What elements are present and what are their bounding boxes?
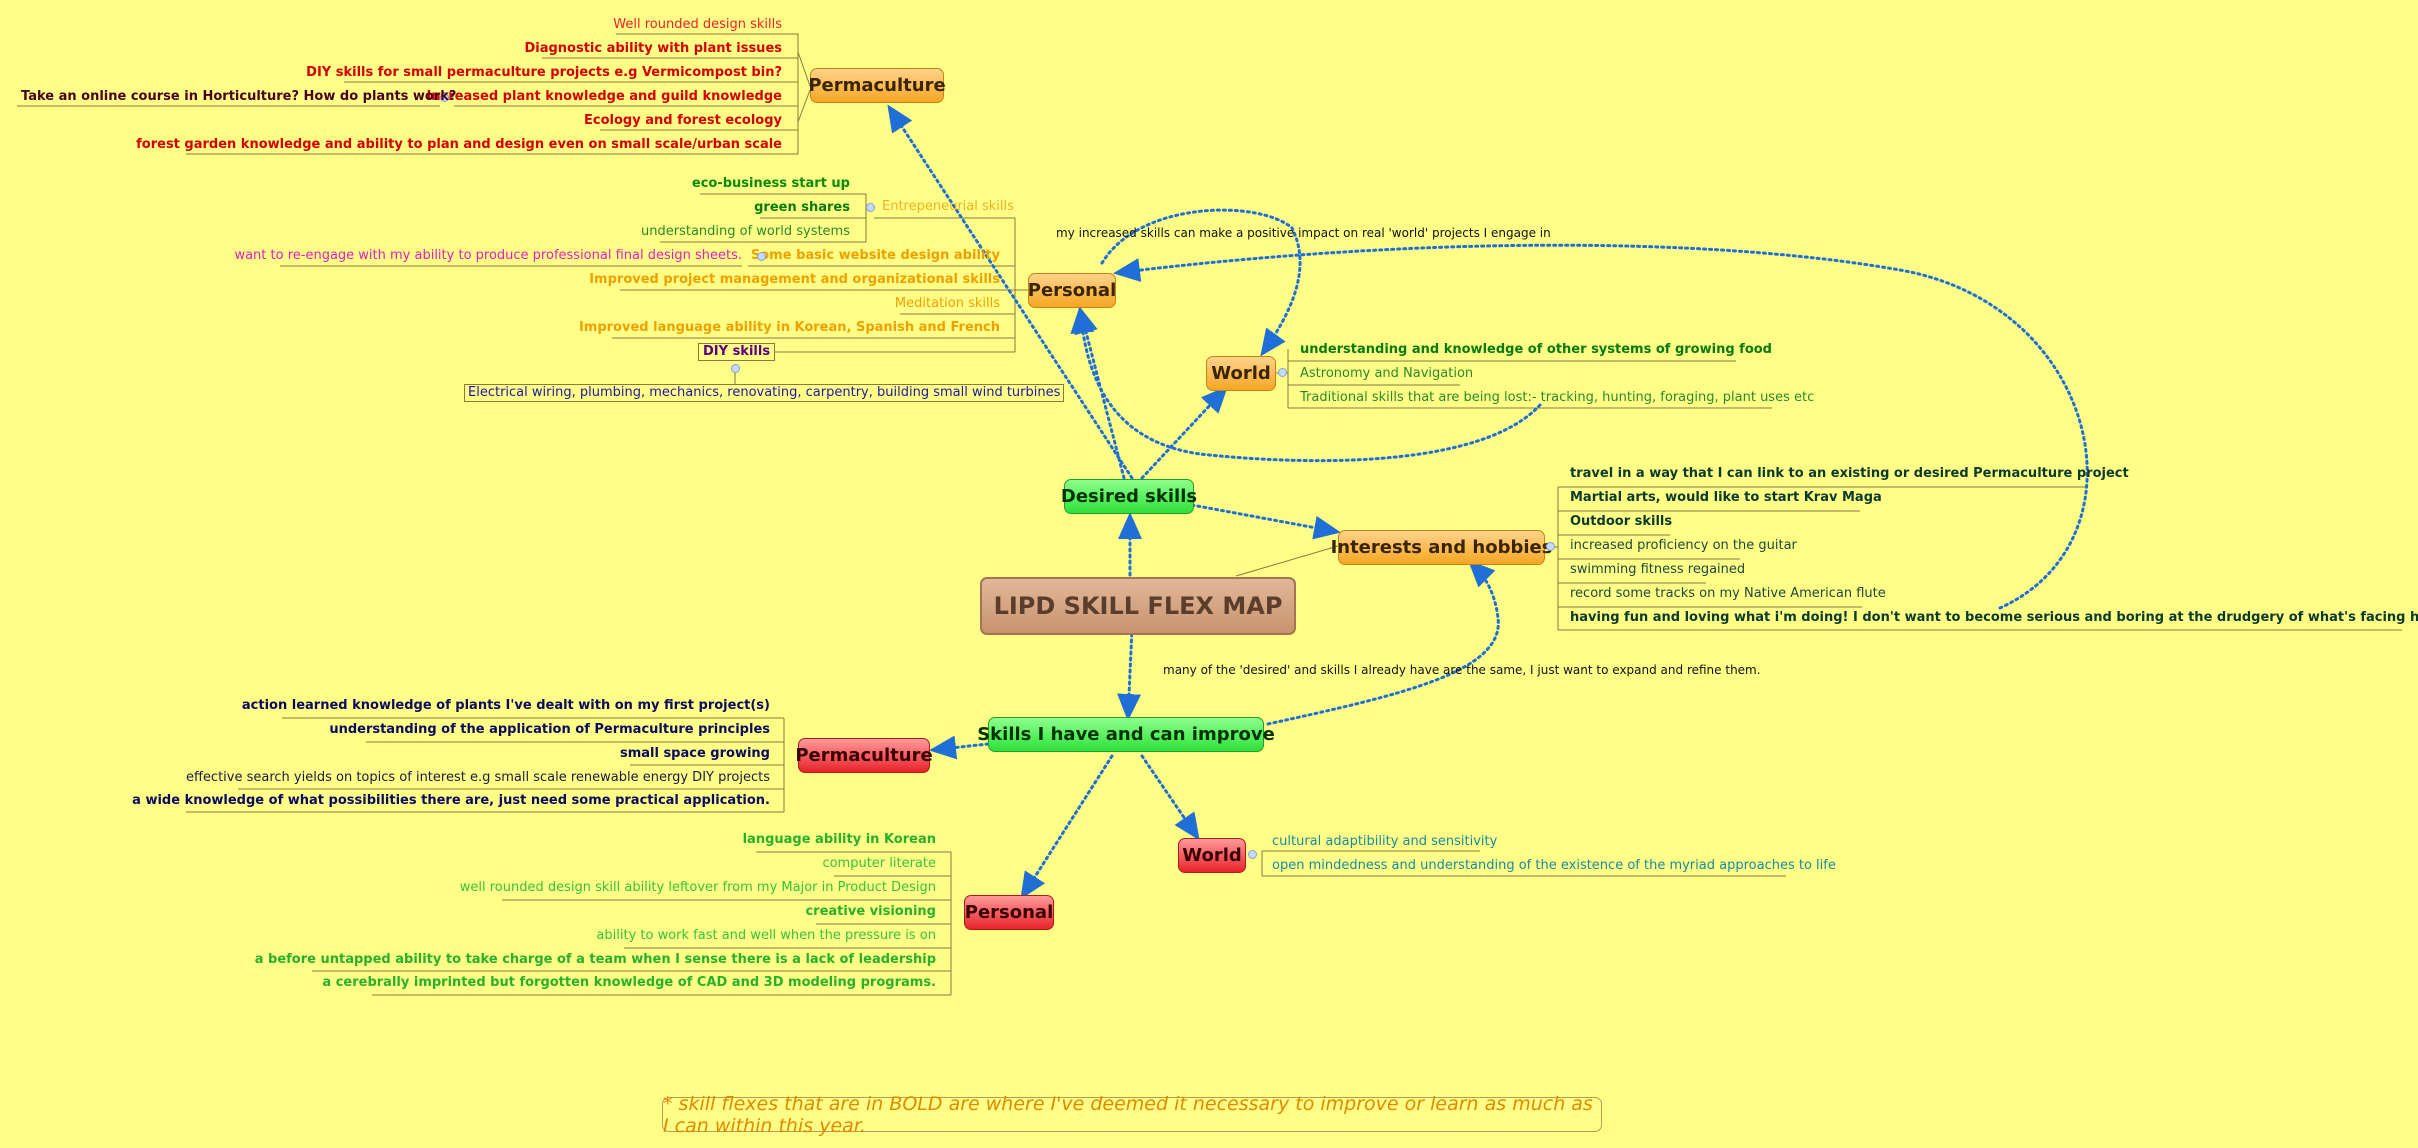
desired-perm-item[interactable]: DIY skills for small permaculture projec… — [306, 65, 782, 80]
have-personal-item[interactable]: language ability in Korean — [742, 832, 936, 847]
have-perm-item[interactable]: small space growing — [619, 746, 770, 761]
have-personal-item[interactable]: ability to work fast and well when the p… — [596, 928, 936, 943]
interests-item[interactable]: travel in a way that I can link to an ex… — [1570, 466, 2129, 481]
desired-personal-item[interactable]: Some basic website design ability — [750, 248, 1000, 263]
entrepreneurial-subitem[interactable]: understanding of world systems — [641, 224, 850, 239]
have-world-item[interactable]: cultural adaptibility and sensitivity — [1272, 834, 1498, 849]
entrepreneurial-subitem[interactable]: green shares — [754, 200, 850, 215]
desired-perm-item[interactable]: forest garden knowledge and ability to p… — [136, 137, 782, 152]
collapse-icon[interactable] — [1546, 542, 1555, 551]
have-personal-item[interactable]: well rounded design skill ability leftov… — [459, 880, 936, 895]
desired-skills-topic[interactable]: Desired skills — [1061, 479, 1197, 514]
have-personal-item[interactable]: creative visioning — [805, 904, 936, 919]
collapse-icon[interactable] — [1278, 368, 1287, 377]
desired-permaculture-topic[interactable]: Permaculture — [808, 68, 946, 103]
have-personal-topic[interactable]: Personal — [964, 895, 1054, 930]
have-personal-item[interactable]: a cerebrally imprinted but forgotten kno… — [322, 975, 936, 990]
diy-skills-item[interactable]: DIY skills — [698, 343, 776, 361]
interests-item[interactable]: record some tracks on my Native American… — [1570, 586, 1886, 601]
interests-item[interactable]: having fun and loving what i'm doing! I … — [1570, 610, 2418, 625]
entrepreneurial-subitem[interactable]: eco-business start up — [691, 176, 850, 191]
relation-label: many of the 'desired' and skills I alrea… — [1163, 663, 1761, 677]
desired-personal-item[interactable]: Meditation skills — [894, 296, 1000, 311]
footnote: * skill flexes that are in BOLD are wher… — [662, 1093, 1602, 1137]
desired-world-topic[interactable]: World — [1206, 356, 1276, 391]
interests-item[interactable]: increased proficiency on the guitar — [1570, 538, 1797, 553]
have-perm-item[interactable]: a wide knowledge of what possibilities t… — [132, 793, 770, 808]
have-personal-item[interactable]: computer literate — [822, 856, 936, 871]
entrepreneurial-item[interactable]: Entrepeneurial skills — [882, 199, 1014, 214]
desired-world-item[interactable]: Astronomy and Navigation — [1300, 366, 1474, 381]
desired-world-item[interactable]: Traditional skills that are being lost:-… — [1300, 390, 1815, 405]
desired-personal-topic[interactable]: Personal — [1028, 273, 1116, 308]
have-perm-item[interactable]: action learned knowledge of plants I've … — [241, 698, 770, 713]
desired-perm-item[interactable]: Diagnostic ability with plant issues — [524, 41, 782, 56]
have-perm-item[interactable]: effective search yields on topics of int… — [185, 770, 770, 785]
interests-topic[interactable]: Interests and hobbies — [1331, 530, 1552, 565]
interests-item[interactable]: swimming fitness regained — [1570, 562, 1746, 577]
central-topic[interactable]: LIPD SKILL FLEX MAP — [980, 577, 1296, 635]
relation-label: my increased skills can make a positive … — [1056, 226, 1551, 240]
interests-item[interactable]: Outdoor skills — [1570, 514, 1673, 529]
collapse-icon[interactable] — [757, 252, 766, 261]
collapse-icon[interactable] — [440, 93, 449, 102]
diy-detail[interactable]: Electrical wiring, plumbing, mechanics, … — [464, 384, 1065, 402]
have-perm-item[interactable]: understanding of the application of Perm… — [329, 722, 770, 737]
skills-have-topic[interactable]: Skills I have and can improve — [977, 717, 1275, 752]
interests-item[interactable]: Martial arts, would like to start Krav M… — [1570, 490, 1882, 505]
desired-perm-subnote[interactable]: Take an online course in Horticulture? H… — [21, 89, 457, 104]
have-world-item[interactable]: open mindedness and understanding of the… — [1272, 858, 1836, 873]
desired-perm-item[interactable]: Ecology and forest ecology — [584, 113, 782, 128]
desired-perm-item[interactable]: Increased plant knowledge and guild know… — [426, 89, 783, 104]
desired-personal-item[interactable]: Improved language ability in Korean, Spa… — [578, 320, 1000, 335]
have-personal-item[interactable]: a before untapped ability to take charge… — [254, 952, 936, 967]
collapse-icon[interactable] — [731, 364, 740, 373]
have-world-topic[interactable]: World — [1178, 838, 1246, 873]
desired-personal-item[interactable]: Improved project management and organiza… — [589, 272, 1000, 287]
desired-perm-item[interactable]: Well rounded design skills — [613, 17, 782, 32]
have-permaculture-topic[interactable]: Permaculture — [795, 738, 933, 773]
desired-world-item[interactable]: understanding and knowledge of other sys… — [1300, 342, 1772, 357]
collapse-icon[interactable] — [866, 203, 875, 212]
website-note[interactable]: want to re-engage with my ability to pro… — [234, 248, 742, 263]
collapse-icon[interactable] — [1248, 850, 1257, 859]
